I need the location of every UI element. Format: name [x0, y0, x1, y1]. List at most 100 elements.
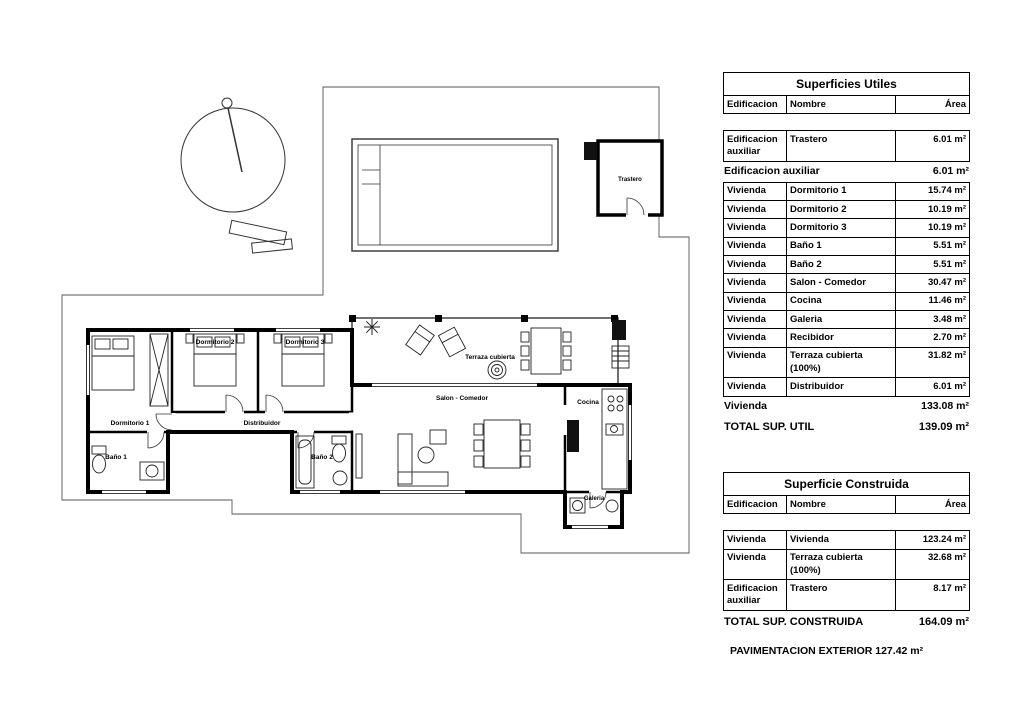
column-header-edificacion: Edificacion	[727, 498, 778, 510]
cell-area: 123.24 m²	[895, 531, 969, 549]
superficie-construida-table: Superficie Construida Edificacion Nombre…	[723, 472, 970, 630]
table-gap	[723, 514, 970, 530]
vivienda-subtotal-row: Vivienda 133.08 m²	[723, 397, 970, 417]
table-row: Vivienda Vivienda 123.24 m²	[723, 530, 970, 550]
cell-area: 5.51 m²	[895, 237, 969, 256]
total-construida-row: TOTAL SUP. CONSTRUIDA 164.09 m²	[723, 611, 970, 630]
trastero-door	[626, 197, 645, 216]
interior-walls	[88, 330, 622, 494]
windows	[84, 326, 634, 531]
terraza-columns	[349, 315, 618, 322]
room-label-galeria: Galeria	[584, 496, 605, 502]
table-row: Vivienda Galeria 3.48 m²	[723, 311, 970, 330]
room-label-bano1: Baño 1	[105, 454, 127, 461]
cell-edificacion: Vivienda	[727, 552, 766, 564]
table-row: Vivienda Salon - Comedor 30.47 m²	[723, 274, 970, 293]
column-header-nombre: Nombre	[786, 96, 895, 114]
room-label-terraza: Terraza cubierta	[465, 354, 515, 361]
room-label-dormitorio2: Dormitorio 2	[196, 339, 235, 346]
table-row: Edificacion auxiliar Trastero 8.17 m²	[723, 580, 970, 612]
trastero-building: Trastero	[584, 139, 664, 219]
cell-edificacion: Edificacion auxiliar	[727, 582, 778, 607]
table-row: Edificacion auxiliar Trastero 6.01 m²	[723, 130, 970, 163]
total-value: 139.09 m²	[918, 421, 969, 434]
cell-nombre: Cocina	[786, 292, 895, 311]
table-row: Vivienda Dormitorio 1 15.74 m²	[723, 181, 970, 202]
room-label-distribuidor: Distribuidor	[244, 420, 281, 427]
cell-edificacion: Vivienda	[727, 350, 766, 362]
column-header-nombre: Nombre	[786, 496, 895, 514]
sofa-group	[355, 429, 449, 487]
column-header-area: Área	[895, 496, 969, 514]
table-title: Superficie Construida	[723, 472, 970, 496]
cell-edificacion: Vivienda	[727, 240, 766, 252]
table-row: Vivienda Baño 1 5.51 m²	[723, 237, 970, 257]
column-header-area: Área	[895, 96, 969, 114]
room-label-salon: Salon - Comedor	[436, 395, 488, 402]
aux-subtotal-row: Edificacion auxiliar 6.01 m²	[723, 162, 970, 182]
cell-edificacion: Vivienda	[727, 203, 766, 215]
cell-area: 10.19 m²	[895, 201, 969, 219]
cell-edificacion: Vivienda	[727, 221, 766, 233]
cell-area: 11.46 m²	[895, 292, 969, 311]
wardrobe-dormitorio1	[149, 333, 169, 407]
furniture	[91, 319, 630, 514]
cell-area: 8.17 m²	[895, 580, 969, 611]
terrace-furniture	[364, 319, 630, 380]
table-row: Vivienda Distribuidor 6.01 m²	[723, 378, 970, 397]
cell-area: 32.68 m²	[895, 549, 969, 580]
cell-area: 31.82 m²	[895, 347, 969, 378]
total-util-row: TOTAL SUP. UTIL 139.09 m²	[723, 416, 970, 435]
tree	[180, 97, 293, 254]
table-header-row: Edificacion Nombre Área	[723, 96, 970, 115]
superficies-utiles-table: Superficies Utiles Edificacion Nombre Ár…	[723, 72, 970, 435]
room-label-dormitorio3: Dormitorio 3	[286, 339, 325, 346]
pillar	[584, 142, 597, 160]
cell-area: 5.51 m²	[895, 256, 969, 274]
table-row: Vivienda Dormitorio 3 10.19 m²	[723, 219, 970, 238]
cell-edificacion: Vivienda	[727, 380, 766, 392]
doors	[147, 394, 607, 509]
cell-edificacion: Vivienda	[727, 276, 766, 288]
subtotal-value: 133.08 m²	[921, 399, 969, 412]
cell-nombre: Dormitorio 3	[786, 219, 895, 237]
terraza-outline	[349, 315, 619, 386]
room-label-trastero: Trastero	[618, 177, 642, 183]
room-label-dormitorio1: Dormitorio 1	[111, 420, 150, 427]
cell-area: 2.70 m²	[895, 329, 969, 347]
cell-nombre: Galeria	[786, 311, 895, 329]
cell-nombre: Trastero	[786, 580, 895, 611]
table-row: Vivienda Recibidor 2.70 m²	[723, 329, 970, 348]
cell-edificacion: Vivienda	[727, 185, 766, 197]
cell-nombre: Distribuidor	[786, 378, 895, 396]
pool	[351, 138, 559, 252]
bed-dormitorio2	[185, 333, 245, 387]
cell-edificacion: Vivienda	[727, 331, 766, 343]
cell-nombre: Baño 1	[786, 237, 895, 256]
table-row: Vivienda Terraza cubierta (100%) 31.82 m…	[723, 347, 970, 379]
cell-edificacion: Vivienda	[727, 295, 766, 307]
cell-nombre: Trastero	[786, 131, 895, 162]
total-value: 164.09 m²	[918, 616, 969, 629]
cell-area: 10.19 m²	[895, 219, 969, 237]
total-label: TOTAL SUP. UTIL	[724, 421, 815, 434]
cell-nombre: Recibidor	[786, 329, 895, 347]
pavimentacion-note: PAVIMENTACION EXTERIOR 127.42 m²	[730, 645, 924, 657]
cell-nombre: Dormitorio 2	[786, 201, 895, 219]
bed-dormitorio1	[91, 335, 135, 391]
room-labels: Dormitorio 2 Dormitorio 3 Terraza cubier…	[105, 339, 605, 502]
room-label-bano2: Baño 2	[311, 454, 333, 461]
table-gap	[723, 114, 970, 130]
room-label-cocina: Cocina	[577, 399, 599, 406]
table-row: Vivienda Cocina 11.46 m²	[723, 292, 970, 312]
bathroom1-fixtures	[91, 445, 165, 481]
table-row: Vivienda Baño 2 5.51 m²	[723, 256, 970, 275]
cell-nombre: Salon - Comedor	[786, 274, 895, 292]
cell-nombre: Baño 2	[786, 256, 895, 274]
bed-dormitorio3	[273, 333, 333, 387]
subtotal-label: Vivienda	[724, 399, 767, 412]
table-row: Vivienda Dormitorio 2 10.19 m²	[723, 201, 970, 220]
cell-area: 6.01 m²	[895, 131, 969, 162]
bathroom2-fixtures	[295, 435, 348, 489]
site-boundary	[61, 86, 690, 554]
